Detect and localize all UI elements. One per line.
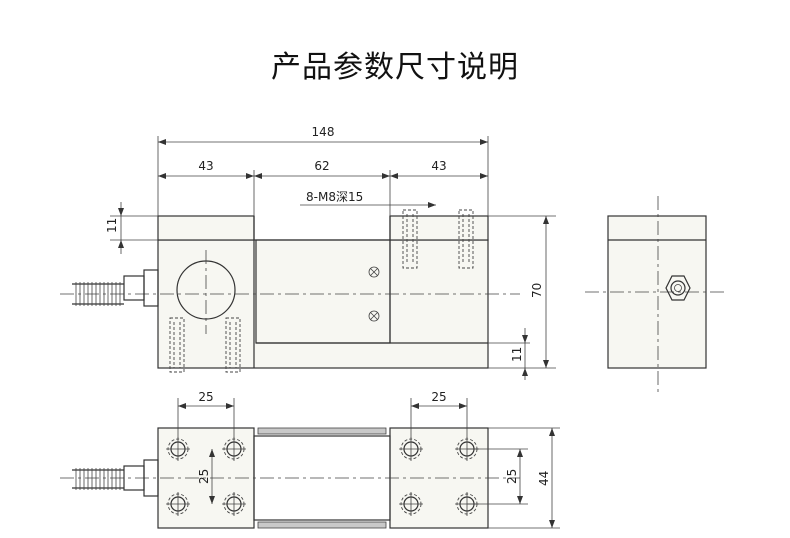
top-edge-band [257,427,387,435]
thread-hole-top-2-icon [458,209,474,269]
thread-hole-top-1-icon [402,209,418,269]
plate-screw-top-icon [368,266,380,278]
dim-hole-pitch-left-y: 25 [197,469,211,484]
dim-bottom-step: 11 [510,347,524,362]
dim-left-block: 43 [198,159,213,173]
dim-total-length: 148 [312,125,335,139]
plate-screw-bottom-icon [368,310,380,322]
bottom-edge-band [257,521,387,529]
dim-top-step: 11 [105,218,119,233]
thread-hole-bottom-1-icon [169,317,185,373]
dim-hole-pitch-right-x: 25 [431,390,446,404]
front-right-block-top [389,215,489,241]
front-body [157,239,489,369]
front-view [60,209,520,373]
dim-hole-pitch-right-y: 25 [505,469,519,484]
top-view [60,427,520,529]
dim-width: 44 [537,471,551,486]
page-title: 产品参数尺寸说明 [271,50,519,85]
cable-top-icon [72,459,159,497]
dim-hole-pitch-left-x: 25 [198,390,213,404]
dim-right-block: 43 [431,159,446,173]
thread-note: 8-M8深15 [306,190,363,204]
dim-height: 70 [530,283,544,298]
dim-middle-section: 62 [314,159,329,173]
side-cable-outlet-icon [665,275,691,301]
top-dimensions: 25 25 25 25 44 [177,390,560,529]
cable-front-icon [72,269,159,307]
front-dimensions: 148 43 62 43 8-M8深15 11 70 [105,125,556,380]
thread-hole-bottom-2-icon [225,317,241,373]
front-left-block-top [157,215,255,241]
side-view [585,196,724,392]
